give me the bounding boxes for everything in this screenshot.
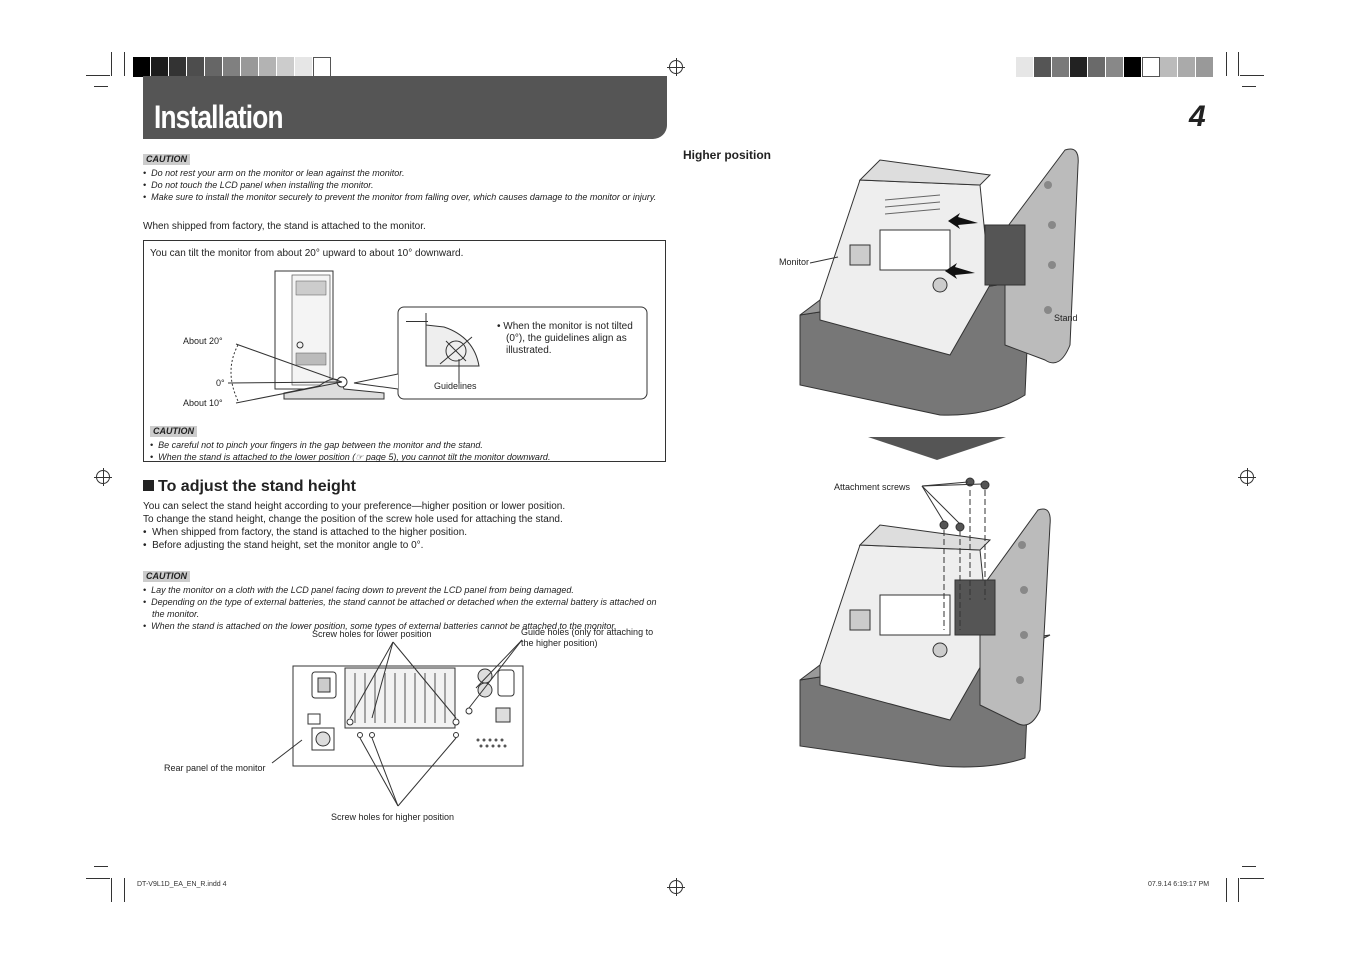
adjust-caution: CAUTION • Lay the monitor on a cloth wit… — [143, 566, 668, 632]
lower-holes-label: Screw holes for lower position — [312, 629, 432, 639]
crop-mark — [94, 86, 108, 87]
rear-panel-illustration — [271, 639, 524, 807]
crop-mark — [94, 866, 108, 867]
higher-holes-label: Screw holes for higher position — [331, 812, 455, 822]
crop-mark — [86, 75, 110, 76]
caution-item: • When the stand is attached on the lowe… — [143, 621, 617, 631]
caution-tag: CAUTION — [150, 426, 197, 437]
crop-mark — [124, 52, 125, 76]
monitor-stand-top-illustration — [799, 148, 1079, 416]
monitor-label: Monitor — [779, 257, 810, 267]
caution-item: • Do not rest your arm on the monitor or… — [143, 168, 405, 178]
color-swatch — [187, 57, 205, 77]
color-swatch — [1088, 57, 1106, 77]
color-swatch — [133, 57, 151, 77]
caution-item: • Depending on the type of external batt… — [143, 597, 657, 619]
rear-panel-label: Rear panel of the monitor — [164, 763, 266, 773]
color-swatch — [313, 57, 331, 77]
color-swatch — [295, 57, 313, 77]
color-bar-right — [1016, 57, 1214, 77]
crop-mark — [1238, 878, 1239, 902]
label-about-20: About 20° — [183, 336, 223, 346]
caution-item: • When the stand is attached to the lowe… — [150, 452, 551, 462]
color-swatch — [1178, 57, 1196, 77]
label-about-10: About 10° — [183, 398, 223, 408]
tilt-caution: CAUTION • Be careful not to pinch your f… — [150, 421, 660, 463]
tilt-illustration — [227, 270, 648, 404]
crop-mark — [124, 878, 125, 902]
color-swatch — [277, 57, 295, 77]
registration-mark-icon — [667, 58, 685, 76]
guide-holes-label: Guide holes (only for attaching to the h… — [521, 627, 654, 648]
color-swatch — [1052, 57, 1070, 77]
caution-item: • Do not touch the LCD panel when instal… — [143, 180, 374, 190]
shipped-text: When shipped from factory, the stand is … — [143, 221, 426, 232]
color-swatch — [1034, 57, 1052, 77]
crop-mark — [1240, 75, 1264, 76]
color-swatch — [169, 57, 187, 77]
crop-mark — [1226, 878, 1227, 902]
adjust-body: You can select the stand height accordin… — [143, 500, 668, 552]
caution-item: • Make sure to install the monitor secur… — [143, 192, 657, 202]
tilt-box: You can tilt the monitor from about 20° … — [143, 240, 666, 462]
registration-mark-icon — [94, 468, 112, 486]
title-band — [143, 76, 667, 139]
adjust-para: You can select the stand height accordin… — [143, 501, 566, 512]
top-caution: CAUTION • Do not rest your arm on the mo… — [143, 149, 668, 203]
color-swatch — [223, 57, 241, 77]
crop-mark — [111, 52, 112, 76]
callout-note: • When the monitor is not tilted (0°), t… — [497, 321, 633, 356]
caution-item: • Lay the monitor on a cloth with the LC… — [143, 585, 574, 595]
crop-mark — [1240, 878, 1264, 879]
crop-mark — [111, 878, 112, 902]
color-swatch — [1124, 57, 1142, 77]
crop-mark — [1226, 52, 1227, 76]
caution-tag: CAUTION — [143, 571, 190, 582]
adjust-bullet: • Before adjusting the stand height, set… — [143, 540, 424, 551]
down-arrow-icon — [868, 437, 1006, 460]
adjust-bullet: • When shipped from factory, the stand i… — [143, 527, 468, 538]
color-swatch — [241, 57, 259, 77]
color-swatch — [1016, 57, 1034, 77]
color-swatch — [151, 57, 169, 77]
adjust-para: To change the stand height, change the p… — [143, 514, 563, 525]
page-title: Installation — [154, 99, 283, 135]
registration-mark-icon — [1238, 468, 1256, 486]
crop-mark — [1238, 52, 1239, 76]
caution-tag: CAUTION — [143, 154, 190, 165]
tilt-intro: You can tilt the monitor from about 20° … — [150, 248, 464, 259]
color-swatch — [1142, 57, 1160, 77]
color-swatch — [1106, 57, 1124, 77]
label-zero: 0° — [216, 378, 225, 388]
caution-item: • Be careful not to pinch your fingers i… — [150, 440, 483, 450]
page-number: 4 — [1189, 100, 1206, 133]
guidelines-label: Guidelines — [434, 381, 477, 391]
footer-left: DT-V9L1D_EA_EN_R.indd 4 — [137, 881, 227, 888]
crop-mark — [1242, 86, 1256, 87]
attachment-screws-label: Attachment screws — [834, 482, 911, 492]
color-swatch — [259, 57, 277, 77]
color-swatch — [1070, 57, 1088, 77]
monitor-stand-bottom-illustration — [799, 477, 1051, 768]
crop-mark — [86, 878, 110, 879]
color-swatch — [205, 57, 223, 77]
crop-mark — [1242, 866, 1256, 867]
square-bullet-icon — [143, 480, 154, 491]
footer-right: 07.9.14 6:19:17 PM — [1148, 881, 1210, 888]
higher-position-heading: Higher position — [683, 148, 771, 162]
stand-label: Stand — [1054, 313, 1078, 323]
section-heading: To adjust the stand height — [143, 478, 356, 496]
registration-mark-icon — [667, 878, 685, 896]
color-bar-left — [133, 57, 331, 77]
color-swatch — [1160, 57, 1178, 77]
color-swatch — [1196, 57, 1214, 77]
